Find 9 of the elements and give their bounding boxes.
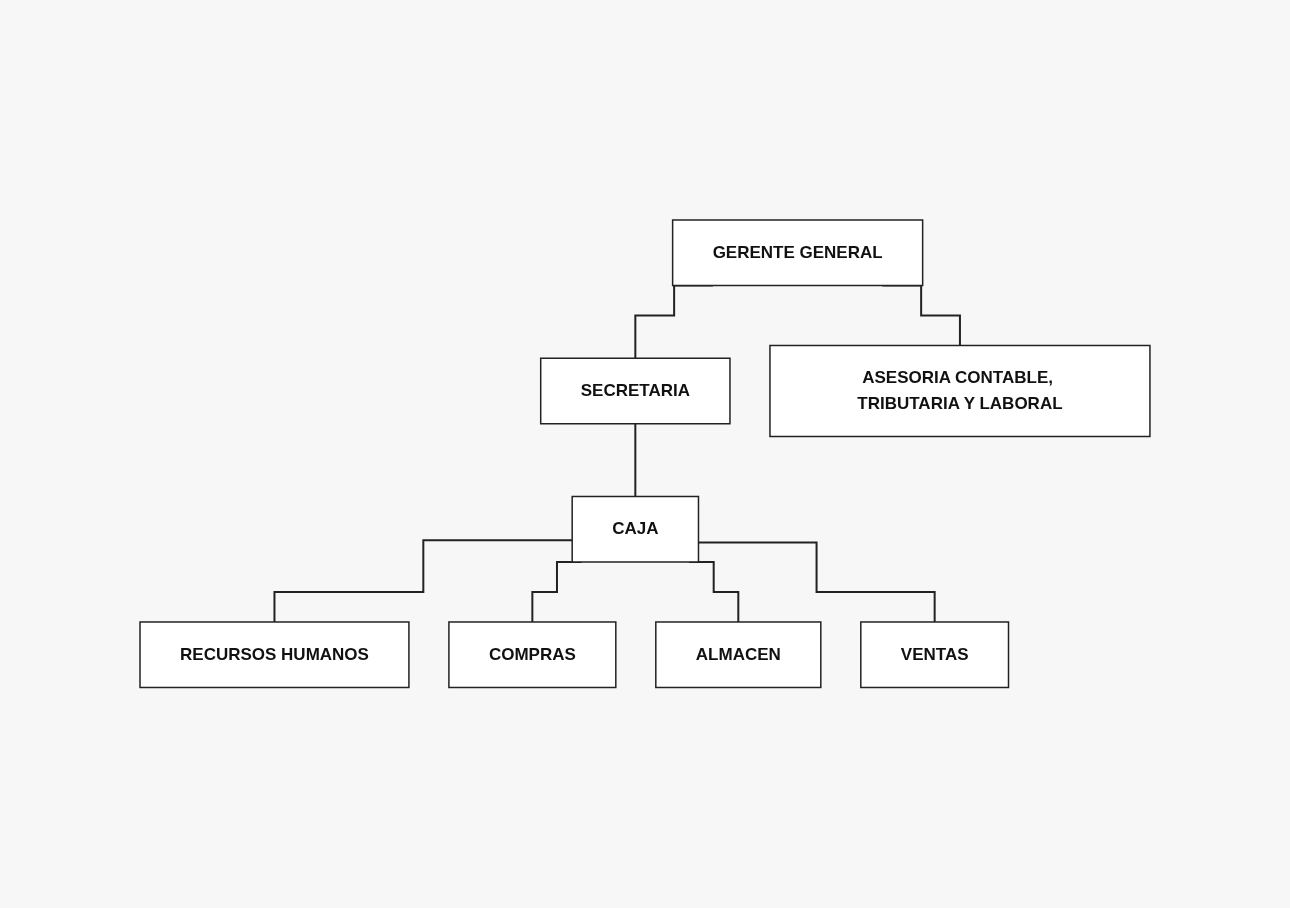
node-box: VENTAS	[860, 621, 1010, 689]
node-box: COMPRAS	[448, 621, 617, 689]
node-box: RECURSOS HUMANOS	[139, 621, 410, 689]
node-box: ALMACEN	[655, 621, 822, 689]
node-box: SECRETARIA	[540, 357, 731, 425]
node-box: ASESORIA CONTABLE, TRIBUTARIA Y LABORAL	[769, 345, 1151, 438]
node-box: CAJA	[571, 496, 700, 563]
connector	[634, 423, 637, 498]
node-box: GERENTE GENERAL	[671, 219, 924, 287]
